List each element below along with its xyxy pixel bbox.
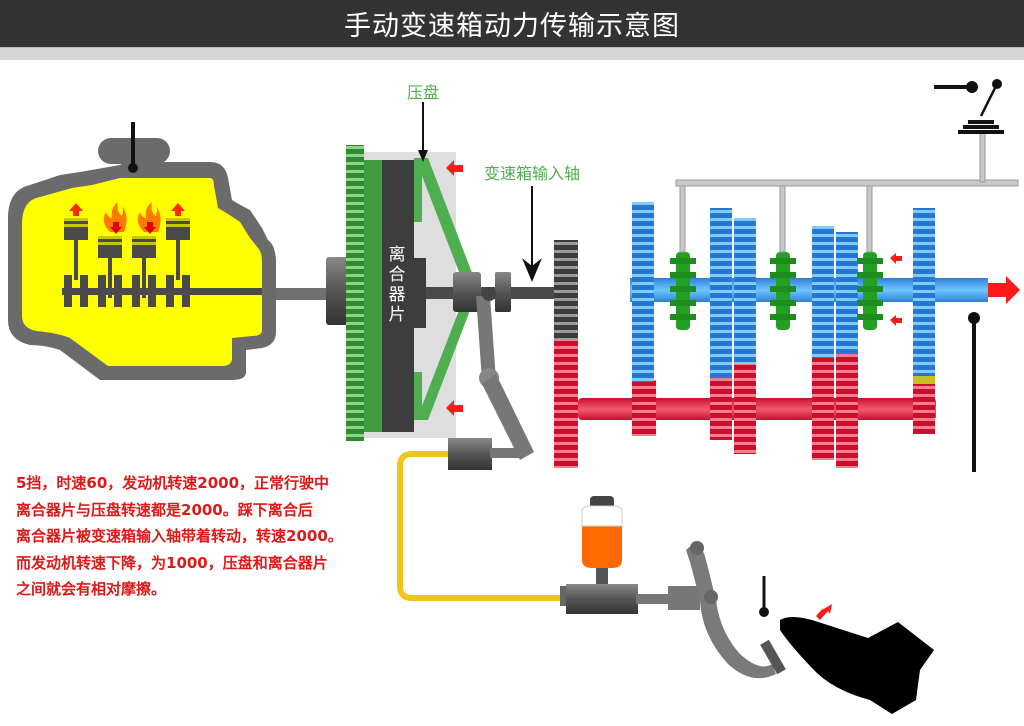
gear-1 [632,202,654,382]
clutch-assembly [346,145,474,441]
gearbox [554,131,1020,468]
synchro-arrow-top-icon [890,253,902,264]
pedal-pad [760,639,786,675]
release-bearing [453,272,481,312]
output-arrow-icon [988,276,1020,304]
crankshaft [62,275,262,307]
pedal-press-arrow-icon [816,604,832,620]
master-cylinder [560,496,700,614]
countershaft [578,398,936,420]
pressure-plate [414,158,474,420]
input-shaft-label: 变速箱输入轴 [484,164,581,183]
clutch-disc-hub [414,258,426,328]
note-line: 之间就会有相对摩擦。 [16,580,167,598]
title-underline [0,47,1024,60]
note-line: 离合器片被变速箱输入轴带着转动，转速2000。 [16,527,343,545]
release-fork [476,287,534,460]
bearing-collar [495,272,511,312]
pressure-arrow-bottom-icon [446,400,463,416]
flywheel-hub [326,257,348,325]
note-line: 5挡，时速60，发动机转速2000，正常行驶中 [16,474,330,492]
piston-2 [98,236,122,258]
engine-output-shaft [276,288,336,300]
flywheel-gear [346,145,364,441]
piston-3 [132,236,156,258]
pressure-plate-label: 压盘 [407,83,440,102]
slave-cylinder-rod [490,448,524,458]
clutch-disc-label: 离 合 器 片 [388,245,406,325]
clutch-pedal [686,541,786,679]
gear-5 [836,232,858,354]
countershaft-drive-gear [554,340,578,468]
piston-up-arrow-icon [69,203,185,216]
gear-2 [710,208,732,378]
piston-1 [64,218,88,240]
shift-rail [675,179,1019,187]
note-line: 而发动机转速下降，为1000，压盘和离合器片 [16,553,328,572]
engine [8,122,276,380]
slave-cylinder [448,438,492,470]
title-bar: 手动变速箱动力传输示意图 [0,0,1024,47]
page-title: 手动变速箱动力传输示意图 [344,11,680,42]
explanation-note: 5挡，时速60，发动机转速2000，正常行驶中 离合器片与压盘转速都是2000。… [16,470,396,603]
gear-4 [812,226,834,358]
gear-6 [913,208,935,376]
pistons [64,218,190,298]
gear-3 [734,218,756,364]
flywheel-plate [364,160,382,432]
pressure-arrow-top-icon [446,160,463,176]
foot-icon [780,617,934,714]
clutch-disc [382,160,414,432]
combustion-flame-icon [103,202,161,234]
input-gear [554,240,578,340]
note-line: 离合器片与压盘转速都是2000。踩下离合后 [16,500,313,519]
gear-shift-lever-icon [934,79,1004,134]
engine-pointer-dot [128,163,138,173]
synchro-arrow-bottom-icon [890,315,902,326]
piston-4 [166,218,190,240]
hydraulic-line [397,451,562,601]
